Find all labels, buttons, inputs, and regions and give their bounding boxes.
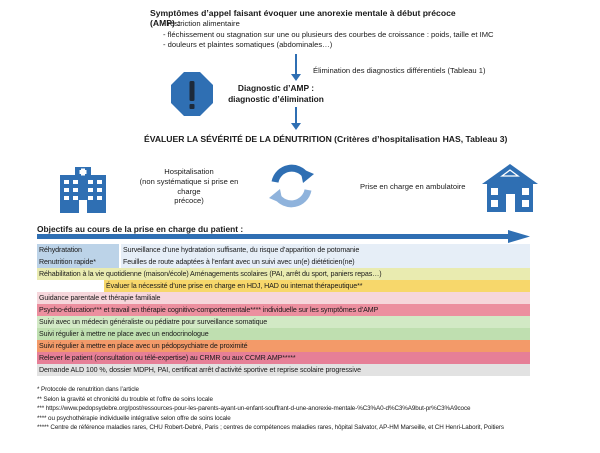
objective-row: Guidance parentale et thérapie familiale [37,292,530,304]
house-icon [482,164,538,212]
symptoms-title: Symptômes d’appel faisant évoquer une an… [150,8,456,28]
objective-row: Relever le patient (consultation ou télé… [37,352,530,364]
objectives-title: Objectifs au cours de la prise en charge… [37,224,244,234]
cycle-arrows-icon [269,164,314,208]
objective-right-cell [121,256,530,268]
warning-octagon-icon [171,72,213,116]
footnotes: * Protocole de renutrition dans l’articl… [37,385,597,433]
objective-row: Renutrition rapide* Feuilles de route ad… [37,256,530,268]
objective-label: Suivi avec un médecin généraliste ou péd… [39,318,268,326]
objective-row: Évaluer la nécessité d’une prise en char… [104,280,530,292]
timeline-arrow [37,230,530,243]
objective-row: Réhydratation Surveillance d’une hydrata… [37,244,530,256]
footnote: **** ou psychothérapie individuelle inté… [37,414,231,422]
objective-left-label: Renutrition rapide* [39,258,96,266]
symptom-list: - restriction alimentaire - fléchissemen… [163,19,503,51]
symptom-item: - restriction alimentaire [163,19,240,28]
objective-row: Suivi régulier à mettre en place avec un… [37,340,530,352]
symptom-item: - douleurs et plaintes somatiques (abdom… [163,40,333,50]
objective-row: Réhabilitation à la vie quotidienne (mai… [37,268,530,280]
hospitalisation-line: Hospitalisation [164,167,214,176]
elimination-label: Élimination des diagnostics différentiel… [313,66,486,75]
objective-right-label: Surveillance d’une hydratation suffisant… [123,246,360,254]
objective-label: Guidance parentale et thérapie familiale [39,294,161,302]
objective-left-cell [37,256,119,268]
objective-row: Suivi régulier à mettre ne place avec un… [37,328,530,340]
diagnostic-label: Diagnostic d’AMP : diagnostic d’éliminat… [206,83,346,104]
objective-label: Demande ALD 100 %, dossier MDPH, PAI, ce… [39,366,362,374]
footnote: ** Selon la gravité et chronicité du tro… [37,395,213,403]
objective-label: Réhabilitation à la vie quotidienne (mai… [39,270,382,278]
diagnostic-line: diagnostic d’élimination [228,93,324,104]
objective-row: Demande ALD 100 %, dossier MDPH, PAI, ce… [37,364,530,376]
evaluate-severity-label: ÉVALUER LA SÉVÉRITÉ DE LA DÉNUTRITION (C… [144,134,508,144]
objective-row: Suivi avec un médecin généraliste ou péd… [37,316,530,328]
hospitalisation-line: (non systématique si prise en charge [139,176,239,196]
objective-right-label: Feuilles de route adaptées à l’enfant av… [123,258,355,266]
objective-label: Relever le patient (consultation ou télé… [39,354,296,362]
objective-label: Évaluer la nécessité d’une prise en char… [106,282,363,290]
objective-label: Psycho-éducation*** et travail en thérap… [39,306,379,314]
hospitalisation-line: précoce) [174,196,204,206]
objective-label: Suivi régulier à mettre en place avec un… [39,342,248,350]
ambulatory-label: Prise en charge en ambulatoire [360,182,466,191]
objective-left-cell [37,244,119,256]
objective-right-cell [121,244,530,256]
diagnostic-line: Diagnostic d’AMP : [237,83,315,93]
symptom-item: - fléchissement ou stagnation sur une ou… [163,29,494,39]
objective-row: Psycho-éducation*** et travail en thérap… [37,304,530,316]
objective-label: Suivi régulier à mettre ne place avec un… [39,330,209,338]
down-arrow-icon [291,107,301,130]
hospitalisation-label: Hospitalisation (non systématique si pri… [127,167,251,206]
hospital-icon [60,167,106,213]
down-arrow-icon [291,54,301,81]
footnote: * Protocole de renutrition dans l’articl… [37,386,139,393]
footnote: ***** Centre de référence maladies rares… [37,424,504,432]
objective-left-label: Réhydratation [39,246,82,254]
footnote: *** https://www.pedopsydebre.org/post/re… [37,405,471,413]
